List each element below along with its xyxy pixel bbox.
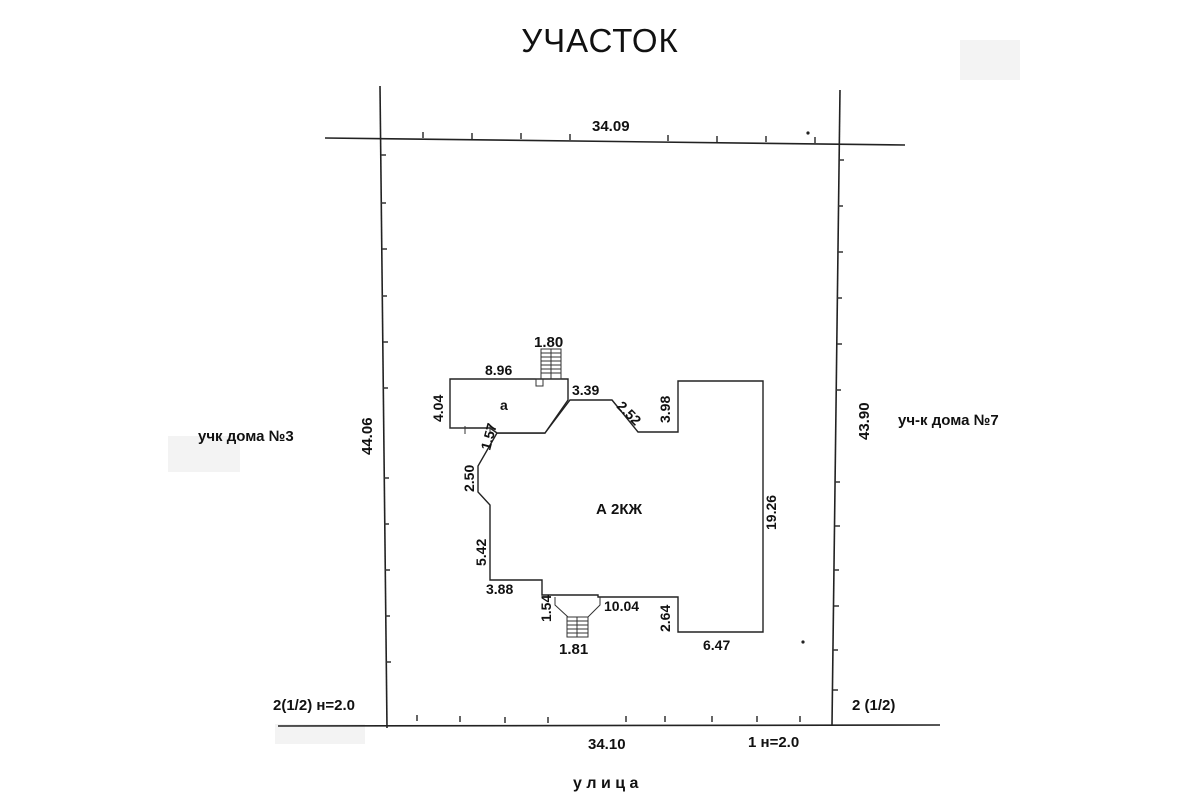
left-boundary-ticks — [381, 154, 391, 663]
plot-top-length: 34.09 — [592, 118, 630, 135]
plot-left-boundary — [379, 85, 388, 729]
plot-left-length: 44.06 — [359, 417, 376, 455]
dim-seg-339: 3.39 — [572, 382, 599, 398]
street-label: у л и ц а — [573, 775, 639, 792]
plot-bottom-boundary — [277, 724, 941, 727]
dim-right-side: 19.26 — [763, 495, 779, 530]
dim-stairs-top: 1.80 — [534, 334, 563, 351]
plot-right-length: 43.90 — [856, 402, 873, 440]
dim-left-lower: 5.42 — [473, 539, 489, 566]
main-building-outline — [477, 380, 764, 633]
dim-seg-388: 3.88 — [486, 581, 513, 597]
right-boundary-ticks — [833, 159, 844, 691]
corner-mark-bottom-right: 2 (1/2) — [852, 697, 895, 714]
neighbor-left-label: учк дома №3 — [198, 428, 294, 445]
annex-post — [535, 378, 544, 387]
dim-annex-top: 8.96 — [485, 362, 512, 378]
corner-mark-bottom-mid: 1 н=2.0 — [748, 734, 799, 751]
neighbor-right-label: уч-к дома №7 — [898, 412, 999, 429]
dim-seg-398: 3.98 — [657, 396, 673, 423]
bottom-porch — [554, 597, 601, 638]
dim-seg-154: 1.54 — [538, 595, 554, 622]
plot-right-boundary — [831, 89, 841, 726]
annex-outline — [449, 378, 569, 434]
dim-seg-264: 2.64 — [657, 605, 673, 632]
dim-diag-157: 1.57 — [477, 421, 500, 452]
annex-label: а — [500, 397, 508, 413]
main-building-label: А 2КЖ — [596, 501, 642, 518]
dim-stairs-bottom: 1.81 — [559, 641, 588, 658]
background-smudge — [168, 436, 240, 472]
dim-annex-side: 4.04 — [430, 395, 446, 422]
top-stairs — [540, 348, 562, 380]
background-smudge — [960, 40, 1020, 80]
dim-seg-1004: 10.04 — [604, 598, 639, 614]
dim-left-upper: 2.50 — [461, 465, 477, 492]
background-smudge — [275, 724, 365, 744]
dim-bottom-right: 6.47 — [703, 637, 730, 653]
corner-mark-bottom-left: 2(1/2) н=2.0 — [273, 697, 355, 714]
bottom-boundary-ticks — [416, 640, 805, 723]
page-title: УЧАСТОК — [521, 22, 679, 59]
plot-top-boundary — [324, 137, 906, 146]
top-boundary-ticks — [422, 131, 816, 143]
plot-bottom-length: 34.10 — [588, 736, 626, 753]
